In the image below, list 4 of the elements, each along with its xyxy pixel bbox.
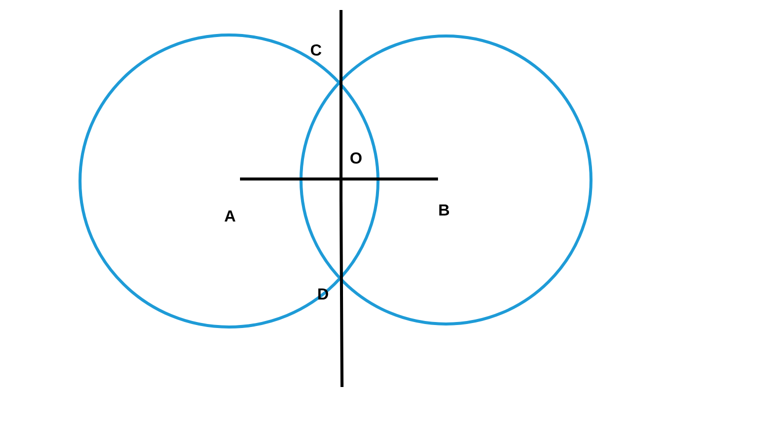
point-label: A — [224, 210, 236, 222]
point-label: B — [439, 204, 450, 216]
point-label: C — [310, 44, 322, 56]
point-label: O — [350, 152, 362, 164]
